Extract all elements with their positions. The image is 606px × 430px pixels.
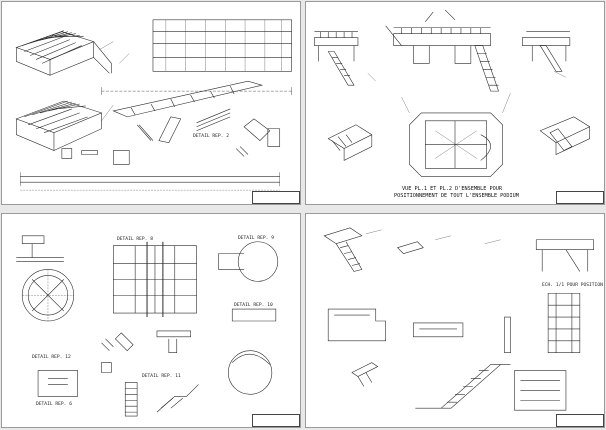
label-detail-rep-8: DETAIL REP. 8 bbox=[117, 237, 153, 242]
sheet-top-right: VUE PL.1 ET PL.2 D'ENSEMBLE POUR POSITIO… bbox=[305, 1, 605, 205]
label-detail-rep-6: DETAIL REP. 6 bbox=[36, 402, 72, 407]
sheet-bottom-right-drawing bbox=[323, 227, 594, 411]
label-detail-rep-11: DETAIL REP. 11 bbox=[142, 374, 181, 379]
sheet-title-line-1: VUE PL.1 ET PL.2 D'ENSEMBLE POUR bbox=[402, 186, 502, 192]
sheet-top-left-drawing bbox=[15, 19, 292, 191]
sheet-top-right-drawing bbox=[314, 9, 591, 177]
title-block bbox=[252, 191, 300, 204]
sheet-bottom-left: DETAIL REP. 8 DETAIL REP. 9 DETAIL REP. … bbox=[1, 213, 301, 428]
label-detail-rep-9: DETAIL REP. 9 bbox=[238, 236, 274, 241]
title-block bbox=[556, 191, 604, 204]
label-echelle-position: ECH. 1/1 POUR POSITION bbox=[542, 283, 603, 288]
label-detail-rep-2: DETAIL REP. 2 bbox=[193, 134, 229, 139]
label-detail-rep-12: DETAIL REP. 12 bbox=[32, 355, 71, 360]
sheet-top-left: DETAIL REP. 2 bbox=[1, 1, 301, 205]
label-detail-rep-10: DETAIL REP. 10 bbox=[234, 303, 273, 308]
sheet-bottom-left-drawing bbox=[16, 235, 279, 417]
title-block bbox=[252, 414, 300, 427]
sheet-title-line-2: POSITIONNEMENT DE TOUT L'ENSEMBLE PODIUM bbox=[394, 193, 519, 199]
title-block bbox=[556, 414, 604, 427]
sheet-bottom-right: ECH. 1/1 POUR POSITION bbox=[305, 213, 605, 428]
